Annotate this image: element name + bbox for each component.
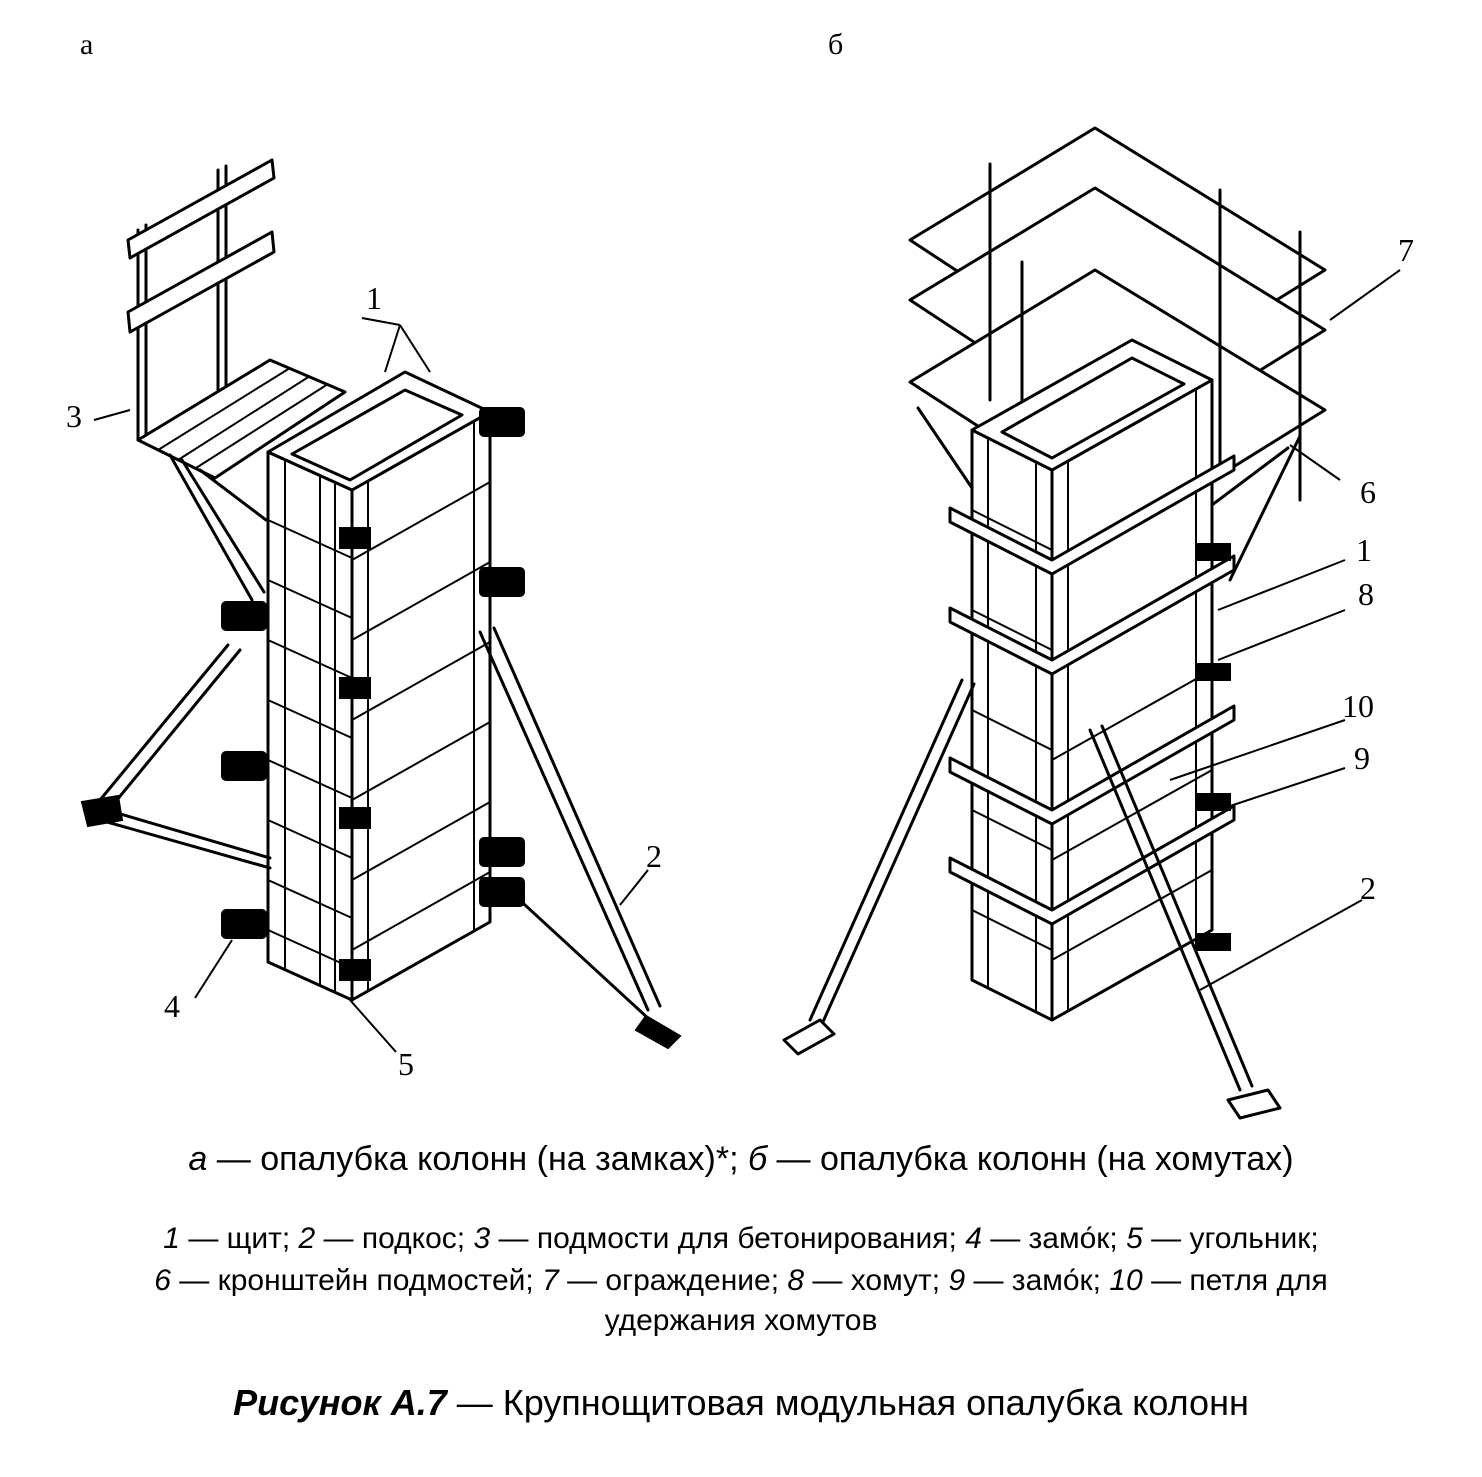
braces xyxy=(80,626,682,1050)
figure-title-text: — Крупнощитовая модульная опалубка колон… xyxy=(446,1382,1249,1423)
legend-num-3: 3 xyxy=(473,1222,491,1255)
callout-right-7: 7 xyxy=(1398,232,1414,268)
legend-text-1: — щит; xyxy=(179,1222,299,1255)
legend-text-2: — подкос; xyxy=(315,1222,474,1255)
formwork-figure: а б xyxy=(66,28,1414,1120)
legend-num-2: 2 xyxy=(298,1222,316,1255)
corner-locks xyxy=(221,407,525,981)
scaffold-guardrail xyxy=(126,158,276,442)
leader-lines-b xyxy=(1169,269,1401,991)
subfigure-caption: а — опалубка колонн (на замках)*; б — оп… xyxy=(40,1140,1442,1179)
legend-text-10: — петля для xyxy=(1142,1264,1328,1297)
legend-num-5: 5 xyxy=(1126,1222,1143,1255)
figure-label: Рисунок А.7 xyxy=(233,1382,447,1423)
scaffold-deck xyxy=(136,358,347,602)
legend-num-4: 4 xyxy=(965,1222,982,1255)
braces-b xyxy=(782,678,1282,1120)
legend-text-5: — угольник; xyxy=(1142,1222,1319,1255)
sub-b-key: б xyxy=(747,1140,768,1178)
legend-text-9: — замо́к; xyxy=(965,1264,1110,1297)
legend-num-8: 8 xyxy=(787,1264,805,1297)
drawing-column-formwork-locks xyxy=(80,158,682,1053)
legend-line-1: 1 — щит; 2 — подкос; 3 — подмости для бе… xyxy=(40,1222,1442,1256)
legend-line-3: удержания хомутов xyxy=(40,1304,1442,1338)
column-right-face xyxy=(350,410,492,1002)
legend-text-8: — хомут; xyxy=(804,1264,949,1297)
clamps xyxy=(948,454,1236,951)
callout-right-1: 1 xyxy=(1356,532,1372,568)
drawing-column-formwork-clamps xyxy=(782,126,1401,1120)
callout-left-1: 1 xyxy=(366,280,382,316)
callout-left-5: 5 xyxy=(398,1046,414,1082)
callout-right-9: 9 xyxy=(1354,740,1370,776)
sub-b-text: — опалубка колонн (на хомутах) xyxy=(767,1140,1294,1178)
sub-a-key: а xyxy=(188,1140,208,1178)
panel-label-b: б xyxy=(828,28,844,61)
callout-left-4: 4 xyxy=(164,988,180,1024)
leader-lines xyxy=(93,317,649,1053)
callout-right-6: 6 xyxy=(1360,474,1376,510)
column-right-face-b xyxy=(1050,378,1214,1022)
legend-text-4: — замо́к; xyxy=(981,1222,1127,1255)
legend-text-7: — ограждение; xyxy=(558,1264,788,1297)
legend-num-10: 10 xyxy=(1109,1264,1143,1297)
callout-right-2: 2 xyxy=(1360,870,1376,906)
column-top-b xyxy=(970,338,1214,472)
callout-left-3: 3 xyxy=(66,398,82,434)
column-front-face-b xyxy=(970,428,1054,1022)
legend-line-2: 6 — кронштейн подмостей; 7 — ограждение;… xyxy=(40,1264,1442,1298)
panel-label-a: а xyxy=(80,28,94,61)
legend-num-7: 7 xyxy=(542,1264,559,1297)
sub-a-text: — опалубка колонн (на замках)*; xyxy=(207,1140,748,1178)
legend-text-3: — подмости для бетонирования; xyxy=(490,1222,966,1255)
legend-num-6: 6 xyxy=(154,1264,171,1297)
legend-text-6: — кронштейн подмостей; xyxy=(170,1264,543,1297)
platform-brackets xyxy=(916,406,1302,582)
legend-tail: удержания хомутов xyxy=(604,1304,878,1337)
callout-right-8: 8 xyxy=(1358,576,1374,612)
figure-title: Рисунок А.7 — Крупнощитовая модульная оп… xyxy=(40,1382,1442,1424)
legend-num-9: 9 xyxy=(948,1264,966,1297)
legend-num-1: 1 xyxy=(163,1222,180,1255)
callout-right-10: 10 xyxy=(1342,688,1374,724)
callout-left-2: 2 xyxy=(646,838,662,874)
